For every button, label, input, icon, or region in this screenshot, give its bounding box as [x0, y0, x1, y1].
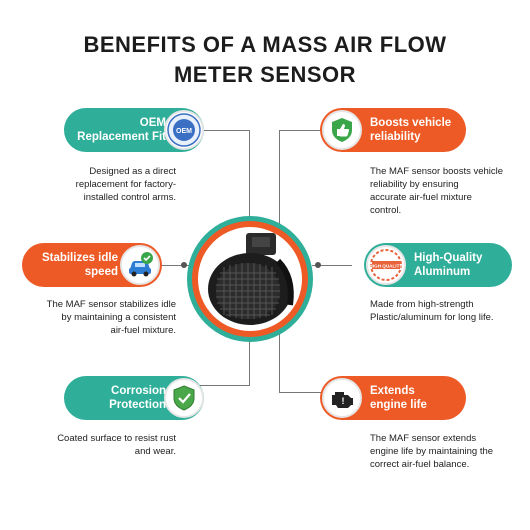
benefit-extends-label-1: Extends: [370, 385, 415, 397]
benefit-extends-desc-line-1: The MAF sensor extends: [370, 433, 477, 444]
benefit-corrosion-desc-line-2: and wear.: [134, 446, 176, 457]
thumbs-up-shield-icon: [322, 110, 362, 150]
benefit-high-quality-label-1: High-Quality: [414, 252, 483, 264]
oem-badge-icon: OEM: [164, 110, 204, 150]
benefit-oem-desc-line-3: installed control arms.: [83, 192, 176, 203]
benefit-oem-label-2: Replacement Fit: [77, 131, 166, 143]
benefit-corrosion-label-1: Corrosion: [111, 385, 166, 397]
benefit-stabilizes-desc-line-2: by maintaining a consistent: [61, 312, 176, 323]
quality-stamp-icon: HIGH QUALITY: [366, 245, 406, 285]
benefit-pill-stabilizes: Stabilizes idle speed: [22, 243, 162, 287]
benefit-extends-label-2: engine life: [370, 399, 427, 411]
benefit-corrosion-desc-line-1: Coated surface to resist rust: [57, 433, 176, 444]
benefit-boosts-desc-line-3: accurate air-fuel mixture: [370, 192, 472, 203]
connector-oem: [200, 130, 250, 131]
benefit-stabilizes-label-2: speed: [84, 266, 118, 278]
benefit-stabilizes-description: The MAF sensor stabilizes idle by mainta…: [20, 298, 176, 337]
connector-high-quality: [312, 265, 352, 266]
benefit-pill-oem: OEM Replacement Fit OEM: [64, 108, 204, 152]
oem-badge-text: OEM: [176, 128, 192, 135]
car-check-icon: [120, 245, 160, 285]
page-title-line-2: METER SENSOR: [173, 62, 357, 87]
connector-boosts: [279, 130, 321, 131]
benefit-corrosion-description: Coated surface to resist rust and wear.: [30, 432, 176, 458]
connector-corrosion: [200, 385, 250, 386]
benefit-extends-description: The MAF sensor extends engine life by ma…: [370, 432, 525, 471]
svg-text:!: !: [342, 396, 345, 406]
maf-sensor-image: [198, 227, 302, 331]
benefit-stabilizes-desc-line-3: air-fuel mixture.: [110, 325, 176, 336]
benefit-pill-high-quality: HIGH QUALITY High-Quality Aluminum: [364, 243, 512, 287]
benefit-boosts-description: The MAF sensor boosts vehicle reliabilit…: [370, 165, 520, 217]
quality-stamp-text: HIGH QUALITY: [370, 264, 403, 269]
benefit-boosts-desc-line-2: reliability by ensuring: [370, 179, 459, 190]
engine-icon: !: [322, 378, 362, 418]
connector-extends: [279, 392, 321, 393]
benefit-boosts-desc-line-1: The MAF sensor boosts vehicle: [370, 166, 504, 177]
benefit-extends-desc-line-3: correct air-fuel balance.: [370, 459, 470, 470]
benefit-high-quality-label-2: Aluminum: [414, 266, 471, 278]
benefit-pill-boosts: Boosts vehicle reliability: [320, 108, 466, 152]
benefit-corrosion-label-2: Protection: [109, 399, 166, 411]
connector-dot-right: [315, 262, 321, 268]
benefit-boosts-label-1: Boosts vehicle: [370, 117, 452, 129]
benefit-oem-desc-line-2: replacement for factory-: [75, 179, 176, 190]
benefit-oem-description: Designed as a direct replacement for fac…: [40, 165, 176, 204]
benefit-stabilizes-label-1: Stabilizes idle: [41, 252, 118, 264]
benefit-oem-label-1: OEM: [139, 117, 166, 129]
benefit-pill-extends: ! Extends engine life: [320, 376, 466, 420]
benefit-extends-desc-line-2: engine life by maintaining the: [370, 446, 494, 457]
connector-stabilizes: [160, 265, 190, 266]
benefit-boosts-label-2: reliability: [370, 131, 421, 143]
page-title-line-1: BENEFITS OF A MASS AIR FLOW: [83, 32, 447, 57]
benefit-boosts-desc-line-4: control.: [370, 205, 402, 216]
connector-dot-left: [181, 262, 187, 268]
benefit-pill-corrosion: Corrosion Protection: [64, 376, 204, 420]
shield-check-icon: [164, 378, 204, 418]
benefit-oem-desc-line-1: Designed as a direct: [89, 166, 176, 177]
benefit-high-quality-desc-line-2: Plastic/aluminum for long life.: [370, 312, 494, 323]
benefit-stabilizes-desc-line-1: The MAF sensor stabilizes idle: [46, 299, 176, 310]
benefit-high-quality-desc-line-1: Made from high-strength: [370, 299, 474, 310]
benefit-high-quality-description: Made from high-strength Plastic/aluminum…: [370, 298, 525, 324]
